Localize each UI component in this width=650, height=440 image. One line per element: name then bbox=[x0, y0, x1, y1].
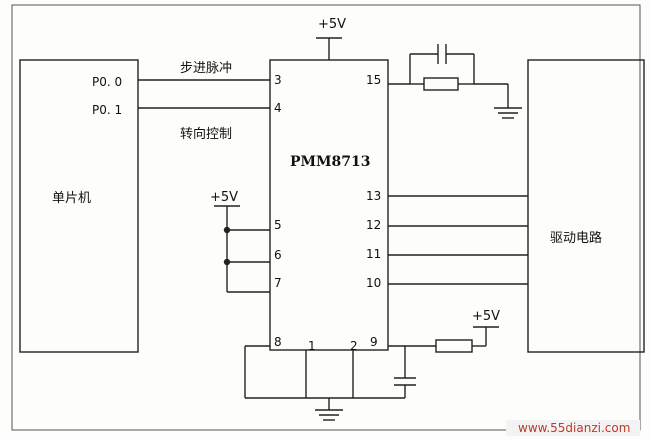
power-top-label: +5V bbox=[318, 17, 346, 32]
step-pulse-label: 步进脉冲 bbox=[180, 61, 232, 76]
pin-13-label: 13 bbox=[366, 189, 381, 203]
junction-dot-pin5 bbox=[223, 226, 231, 234]
outer-frame bbox=[11, 4, 641, 431]
power-left-label: +5V bbox=[210, 190, 238, 205]
pin-5-label: 5 bbox=[274, 218, 282, 232]
chip-block bbox=[269, 59, 389, 351]
pin-4-label: 4 bbox=[274, 101, 282, 115]
pin-3-label: 3 bbox=[274, 73, 282, 87]
port-p01-label: P0. 1 bbox=[92, 103, 122, 117]
pin-12-label: 12 bbox=[366, 218, 381, 232]
port-p00-label: P0. 0 bbox=[92, 75, 122, 89]
pin-9-label: 9 bbox=[370, 335, 378, 349]
pin-10-label: 10 bbox=[366, 276, 381, 290]
mcu-label: 单片机 bbox=[52, 191, 91, 206]
watermark-text: www.55dianzi.com bbox=[518, 421, 630, 435]
chip-label: PMM8713 bbox=[290, 154, 371, 170]
mcu-block bbox=[19, 59, 139, 353]
pin-6-label: 6 bbox=[274, 248, 282, 262]
power-right-label: +5V bbox=[472, 309, 500, 324]
pin-1-label: 1 bbox=[308, 339, 316, 353]
pin-11-label: 11 bbox=[366, 247, 381, 261]
resistor-pin9 bbox=[435, 339, 473, 353]
watermark-background bbox=[506, 420, 640, 436]
pin-15-label: 15 bbox=[366, 73, 381, 87]
pin-2-label: 2 bbox=[350, 339, 358, 353]
direction-control-label: 转向控制 bbox=[180, 126, 232, 142]
junction-dot-pin6 bbox=[223, 258, 231, 266]
driver-label: 驱动电路 bbox=[550, 230, 602, 246]
pin-7-label: 7 bbox=[274, 276, 282, 290]
driver-block bbox=[527, 59, 645, 353]
resistor-pin15 bbox=[423, 77, 459, 91]
pin-8-label: 8 bbox=[274, 335, 282, 349]
